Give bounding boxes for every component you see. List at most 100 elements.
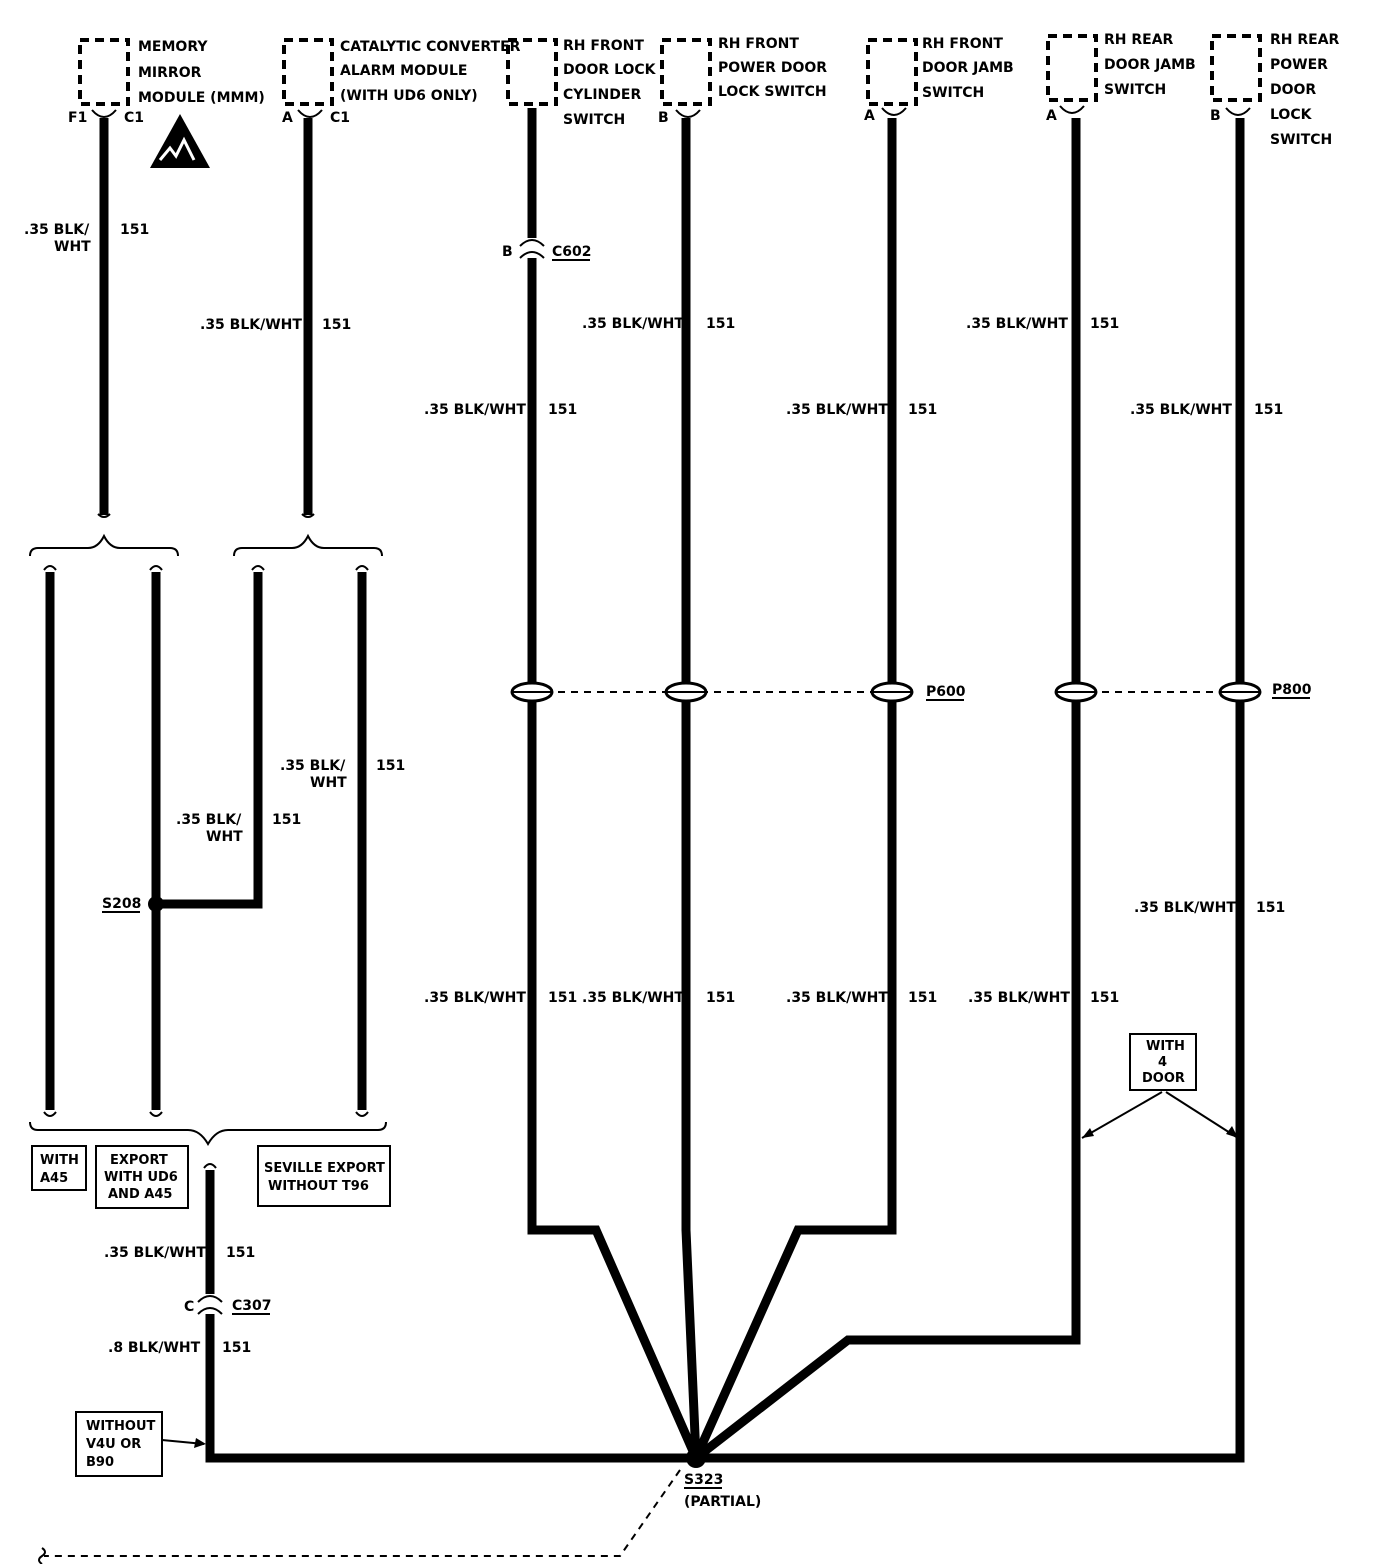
component-label: RH FRONT xyxy=(718,36,799,52)
circuit-label: 151 xyxy=(548,990,577,1006)
circuit-label: 151 xyxy=(226,1245,255,1261)
component-rh-rear-door-jamb-switch: RH REAR DOOR JAMB SWITCH A xyxy=(1046,32,1196,124)
circuit-label: 151 xyxy=(706,316,735,332)
component-label: DOOR JAMB xyxy=(1104,57,1196,73)
wire-label: .35 BLK/ xyxy=(176,812,242,828)
wire-label: .35 BLK/WHT xyxy=(968,990,1070,1006)
component-label: POWER DOOR xyxy=(718,60,827,76)
splice-note: (PARTIAL) xyxy=(684,1494,761,1510)
option-text: 4 xyxy=(1158,1055,1167,1070)
circuit-label: 151 xyxy=(120,222,149,238)
component-label: SWITCH xyxy=(563,112,625,128)
option-text: V4U OR xyxy=(86,1437,141,1452)
option-text: WITHOUT xyxy=(86,1419,156,1434)
wire-label: .35 BLK/WHT xyxy=(424,402,526,418)
grommet-icon xyxy=(510,681,554,703)
passthrough-p800: P800 xyxy=(1054,681,1312,703)
component-label: DOOR JAMB xyxy=(922,60,1014,76)
circuit-label: 151 xyxy=(376,758,405,774)
component-label: CYLINDER xyxy=(563,87,641,103)
circuit-label: 151 xyxy=(908,402,937,418)
component-label: MIRROR xyxy=(138,65,202,81)
connector-label: C602 xyxy=(552,244,592,260)
component-label: RH FRONT xyxy=(922,36,1003,52)
circuit-label: 151 xyxy=(1090,990,1119,1006)
component-label: LOCK xyxy=(1270,107,1313,123)
option-text: DOOR xyxy=(1142,1071,1185,1086)
passthrough-p600: P600 xyxy=(510,681,966,703)
circuit-label: 151 xyxy=(1254,402,1283,418)
circuit-label: 151 xyxy=(706,990,735,1006)
option-export-with-ud6: EXPORT WITH UD6 AND A45 xyxy=(95,1145,189,1209)
component-rh-rear-power-door-lock-switch: RH REAR POWER DOOR LOCK SWITCH B xyxy=(1210,32,1340,148)
grommet-icon xyxy=(1218,681,1262,703)
option-without-v4u: WITHOUT V4U OR B90 xyxy=(75,1411,206,1477)
component-label: SWITCH xyxy=(1270,132,1332,148)
component-label: MEMORY xyxy=(138,39,208,55)
wire-label: .35 BLK/WHT xyxy=(200,317,302,333)
wire-label: .35 BLK/ xyxy=(24,222,90,238)
pin-label: F1 xyxy=(68,110,87,126)
component-label: SWITCH xyxy=(922,85,984,101)
component-label: DOOR xyxy=(1270,82,1316,98)
component-label: RH REAR xyxy=(1104,32,1174,48)
wire-label: .35 BLK/WHT xyxy=(582,990,684,1006)
connector-pin-label: C xyxy=(184,1299,194,1315)
circuit-label: 151 xyxy=(548,402,577,418)
wires xyxy=(29,108,1245,1463)
pin-label: A xyxy=(1046,108,1057,124)
esd-warning-icon xyxy=(150,114,210,168)
pin-label: B xyxy=(658,110,669,126)
wire-label: .35 BLK/WHT xyxy=(1130,402,1232,418)
component-label: POWER xyxy=(1270,57,1328,73)
wire-label: .35 BLK/WHT xyxy=(104,1245,206,1261)
wire-label: .35 BLK/WHT xyxy=(582,316,684,332)
connector-pin-label: B xyxy=(502,244,513,260)
wire-label: WHT xyxy=(54,239,91,255)
option-text: WITH UD6 xyxy=(104,1170,178,1185)
pin-label: A xyxy=(282,110,293,126)
component-label: (WITH UD6 ONLY) xyxy=(340,88,478,104)
wire-label: .8 BLK/WHT xyxy=(108,1340,201,1356)
connector-label: C1 xyxy=(124,110,144,126)
option-seville-export: SEVILLE EXPORT WITHOUT T96 xyxy=(257,1145,391,1207)
passthrough-label: P800 xyxy=(1272,682,1312,698)
wire-label: WHT xyxy=(206,829,243,845)
option-text: AND A45 xyxy=(108,1187,172,1202)
wire-label: .35 BLK/ xyxy=(280,758,346,774)
option-text: B90 xyxy=(86,1455,114,1470)
wire-label: .35 BLK/WHT xyxy=(966,316,1068,332)
wire-label: .35 BLK/WHT xyxy=(786,402,888,418)
passthrough-label: P600 xyxy=(926,684,966,700)
wire-label: .35 BLK/WHT xyxy=(424,990,526,1006)
component-label: LOCK SWITCH xyxy=(718,84,827,100)
component-rh-front-door-lock-cylinder-switch: RH FRONT DOOR LOCK CYLINDER SWITCH xyxy=(506,38,657,128)
option-with-4-door: WITH 4 DOOR xyxy=(1081,1033,1239,1139)
option-text: A45 xyxy=(40,1171,68,1186)
component-label: DOOR LOCK xyxy=(563,62,657,78)
component-label: RH REAR xyxy=(1270,32,1340,48)
option-text: WITHOUT T96 xyxy=(268,1179,369,1194)
wire-hooks xyxy=(43,513,369,1169)
grommet-icon xyxy=(1054,681,1098,703)
circuit-label: 151 xyxy=(272,812,301,828)
option-text: EXPORT xyxy=(110,1153,168,1168)
grommet-icon xyxy=(870,681,914,703)
component-rh-front-power-door-lock-switch: RH FRONT POWER DOOR LOCK SWITCH B xyxy=(658,36,827,126)
splice-s208: S208 xyxy=(102,896,164,913)
wire-label: .35 BLK/WHT xyxy=(786,990,888,1006)
option-text: WITH xyxy=(1146,1039,1185,1054)
connector-c602: B C602 xyxy=(502,238,592,261)
circuit-label: 151 xyxy=(1090,316,1119,332)
circuit-label: 151 xyxy=(908,990,937,1006)
option-text: SEVILLE EXPORT xyxy=(264,1161,385,1176)
component-label: RH FRONT xyxy=(563,38,644,54)
pin-label: B xyxy=(1210,108,1221,124)
splice-label: S208 xyxy=(102,896,141,912)
component-label: SWITCH xyxy=(1104,82,1166,98)
component-memory-mirror-module: MEMORY MIRROR MODULE (MMM) F1 C1 xyxy=(68,38,265,168)
wire-label: .35 BLK/WHT xyxy=(1134,900,1236,916)
connector-label: C307 xyxy=(232,1298,272,1314)
component-label: MODULE (MMM) xyxy=(138,90,265,106)
